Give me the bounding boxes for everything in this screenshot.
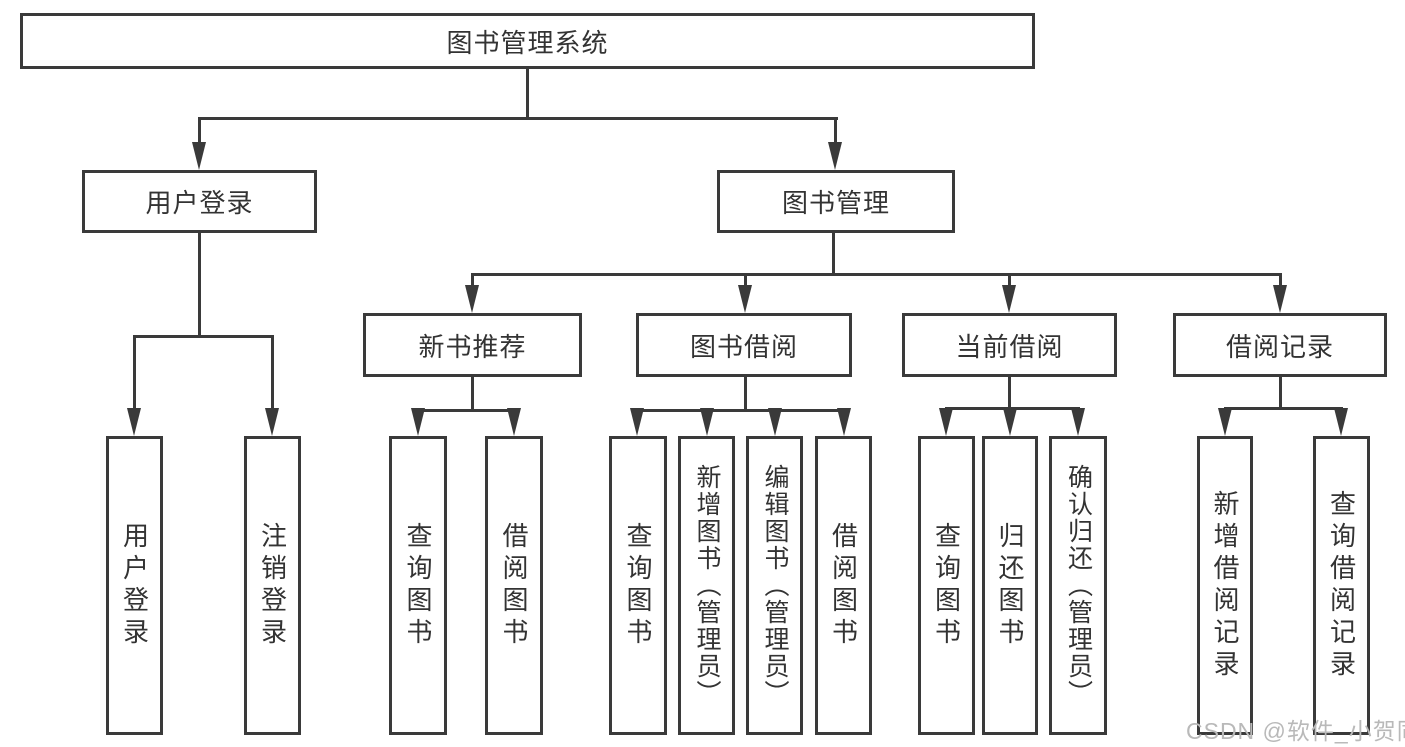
leaf-current-search-book-label: 查询图书	[931, 521, 962, 650]
connector-line	[1224, 407, 1343, 410]
arrowhead-down-icon	[1273, 285, 1287, 313]
node-user-login: 用户登录	[82, 170, 317, 233]
leaf-confirm-return-admin-label: 确认归还（管理员）	[1064, 464, 1093, 707]
leaf-borrow-book-label: 借阅图书	[828, 521, 859, 650]
connector-line	[133, 335, 136, 415]
connector-line	[271, 335, 274, 415]
connector-line	[834, 117, 837, 152]
connector-line	[198, 117, 201, 152]
connector-line	[417, 409, 516, 412]
leaf-search-borrow-record: 查询借阅记录	[1313, 436, 1370, 735]
leaf-newrec-borrow-book: 借阅图书	[485, 436, 543, 735]
leaf-user-login: 用户登录	[106, 436, 163, 735]
leaf-add-borrow-record: 新增借阅记录	[1197, 436, 1253, 735]
node-current-borrow-label: 当前借阅	[955, 331, 1064, 362]
leaf-borrow-book: 借阅图书	[815, 436, 872, 735]
node-user-login-label: 用户登录	[145, 188, 254, 218]
arrowhead-down-icon	[192, 142, 206, 170]
arrowhead-down-icon	[507, 408, 521, 436]
arrowhead-down-icon	[1003, 408, 1017, 436]
leaf-user-login-label: 用户登录	[119, 521, 150, 650]
leaf-return-book: 归还图书	[982, 436, 1038, 735]
leaf-add-borrow-record-label: 新增借阅记录	[1210, 489, 1240, 682]
connector-line	[198, 233, 201, 335]
leaf-search-borrow-record-label: 查询借阅记录	[1326, 489, 1357, 682]
connector-line	[133, 335, 274, 338]
connector-line	[198, 117, 838, 120]
leaf-logout: 注销登录	[244, 436, 301, 735]
node-new-book-recommend: 新书推荐	[363, 313, 582, 377]
node-book-borrow-label: 图书借阅	[689, 331, 798, 362]
connector-line	[1008, 376, 1011, 407]
connector-line	[471, 273, 1282, 276]
leaf-newrec-search-book: 查询图书	[389, 436, 447, 735]
arrowhead-down-icon	[837, 408, 851, 436]
leaf-borrow-search-book: 查询图书	[609, 436, 667, 735]
leaf-confirm-return-admin: 确认归还（管理员）	[1049, 436, 1107, 735]
arrowhead-down-icon	[1334, 408, 1348, 436]
arrowhead-down-icon	[738, 285, 752, 313]
arrowhead-down-icon	[411, 408, 425, 436]
connector-line	[471, 377, 474, 409]
node-new-book-recommend-label: 新书推荐	[418, 331, 527, 362]
connector-line	[526, 69, 529, 117]
arrowhead-down-icon	[828, 142, 842, 170]
leaf-current-search-book: 查询图书	[918, 436, 975, 735]
arrowhead-down-icon	[1218, 408, 1232, 436]
arrowhead-down-icon	[265, 408, 279, 436]
connector-line	[744, 377, 747, 409]
node-current-borrow: 当前借阅	[902, 313, 1117, 377]
leaf-edit-book-admin-label: 编辑图书（管理员）	[761, 464, 789, 707]
node-borrow-records-label: 借阅记录	[1225, 331, 1334, 362]
leaf-logout-label: 注销登录	[257, 521, 288, 650]
node-borrow-records: 借阅记录	[1173, 313, 1387, 377]
arrowhead-down-icon	[1071, 408, 1085, 436]
connector-line	[832, 233, 835, 273]
leaf-add-book-admin: 新增图书（管理员）	[678, 436, 735, 735]
arrowhead-down-icon	[700, 408, 714, 436]
leaf-newrec-borrow-book-label: 借阅图书	[499, 521, 529, 650]
arrowhead-down-icon	[768, 408, 782, 436]
connector-line	[636, 409, 846, 412]
connector-line	[1279, 376, 1282, 407]
csdn-watermark: CSDN @软件_小贺同学	[1186, 718, 1405, 744]
node-book-borrow: 图书借阅	[636, 313, 852, 377]
node-root: 图书管理系统	[20, 13, 1035, 69]
leaf-edit-book-admin: 编辑图书（管理员）	[746, 436, 803, 735]
arrowhead-down-icon	[127, 408, 141, 436]
node-book-management: 图书管理	[717, 170, 955, 233]
arrowhead-down-icon	[1002, 285, 1016, 313]
leaf-return-book-label: 归还图书	[995, 521, 1025, 650]
node-book-management-label: 图书管理	[781, 188, 890, 218]
leaf-borrow-search-book-label: 查询图书	[623, 521, 653, 650]
leaf-newrec-search-book-label: 查询图书	[403, 521, 433, 650]
arrowhead-down-icon	[465, 285, 479, 313]
node-root-label: 图书管理系统	[446, 27, 609, 58]
arrowhead-down-icon	[939, 408, 953, 436]
leaf-add-book-admin-label: 新增图书（管理员）	[693, 464, 721, 707]
arrowhead-down-icon	[630, 408, 644, 436]
